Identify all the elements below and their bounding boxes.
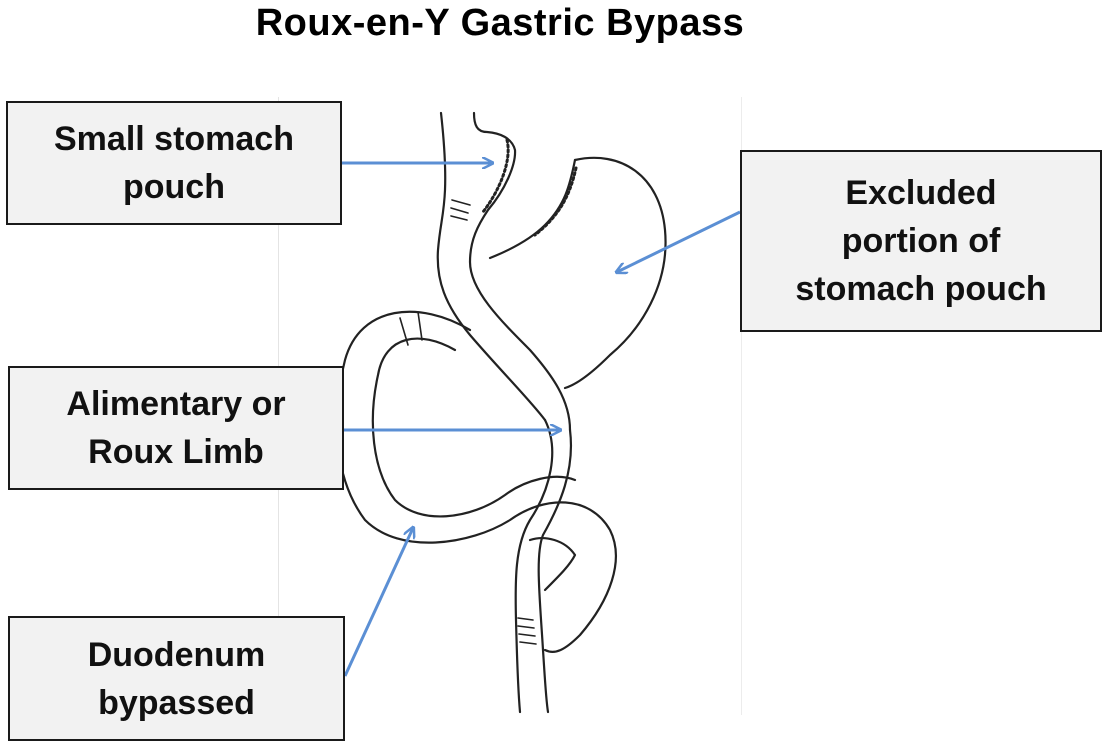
excluded-staple-line [533,166,578,237]
diagram-title: Roux-en-Y Gastric Bypass [255,2,745,44]
anastomosis-marks [450,199,471,221]
biliary-loop-outer [335,310,617,653]
excluded-portion-text: Excluded portion of stomach pouch [795,174,1047,308]
illustration-panel [278,97,742,715]
excluded-arrow [617,210,741,272]
duodenum-bypassed-text: Duodenum bypassed [87,635,266,722]
roux-limb-left [514,418,554,714]
small-stomach-pouch-text: Small stomach pouch [54,120,294,206]
alimentary-limb-text: Alimentary or Roux Limb [66,385,286,471]
roux-limb-right [537,428,572,714]
pouch-outline [468,111,572,432]
biliary-loop-inner [371,337,577,518]
excluded-stomach-outline [563,156,667,390]
small-stomach-pouch-label: Small stomach pouch [6,101,342,225]
jejunal-pouch [528,537,577,592]
jj-staples [517,617,537,645]
excluded-portion-label: Excluded portion of stomach pouch [740,150,1102,332]
alimentary-limb-label: Alimentary or Roux Limb [8,366,344,490]
esophagus-outline [436,111,547,422]
pouch-staple-line [481,138,510,214]
duodenum-bypassed-label: Duodenum bypassed [8,616,345,741]
duodenum-arrow [343,528,413,677]
fold-marks [399,311,423,346]
